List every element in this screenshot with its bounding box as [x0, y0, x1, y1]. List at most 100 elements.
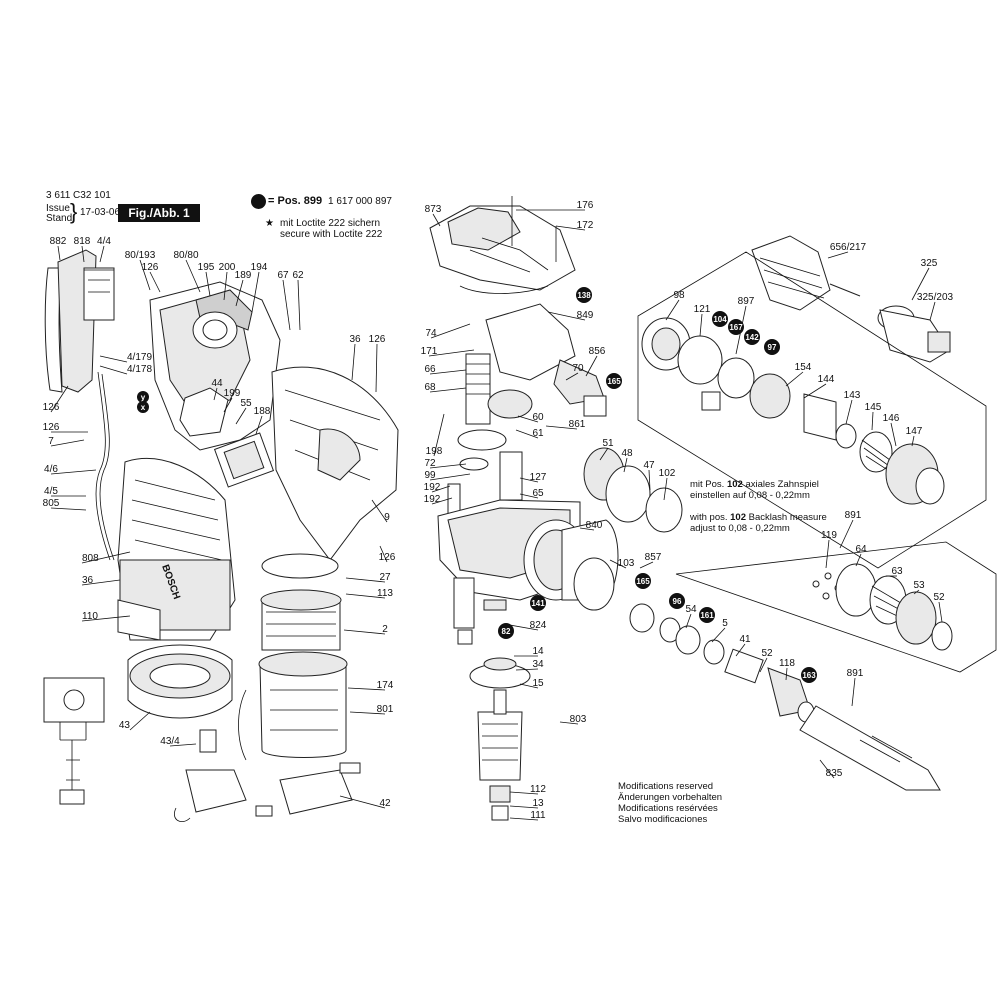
leader-line: [663, 477, 668, 501]
part-label: 891: [845, 510, 862, 521]
handle-assembly: [44, 249, 115, 561]
part-badge-label: 82: [502, 627, 511, 636]
part-label: 126: [379, 552, 396, 563]
part-badge-circle: [699, 607, 715, 623]
leader-line: [99, 245, 105, 263]
leader-line: [559, 721, 579, 725]
brace: }: [70, 199, 78, 224]
part-label: 188: [254, 406, 271, 417]
leader-line: [431, 485, 451, 493]
part-label: 66: [424, 364, 436, 375]
part-label: 4/4: [97, 236, 111, 247]
leader-line: [223, 397, 233, 413]
leader-line: [431, 497, 453, 505]
part-label: 127: [530, 472, 547, 483]
part-label: 27: [379, 572, 391, 583]
part-label: 199: [224, 388, 241, 399]
part-label: 43: [119, 720, 131, 731]
part-label: 824: [530, 620, 547, 631]
part-label: 121: [694, 304, 711, 315]
leader-line: [99, 365, 128, 375]
leader-line: [599, 447, 609, 461]
part-badge-label: 104: [713, 315, 727, 324]
part-badge-circle: [669, 593, 685, 609]
position-text: = Pos. 899: [268, 195, 323, 207]
star-icon: ★: [265, 218, 274, 229]
leader-line: [711, 627, 726, 643]
part-label: 68: [424, 382, 436, 393]
part-label: 103: [618, 558, 635, 569]
leader-line: [623, 457, 628, 473]
svg-text:with pos. 102 Back: with pos. 102 Backlash measure: [689, 512, 827, 523]
part-label: 194: [251, 262, 268, 273]
leader-line: [379, 545, 388, 563]
leader-line: [585, 355, 598, 377]
backlash-en-prefix: with pos.: [689, 512, 728, 523]
part-badge-label: 96: [673, 597, 682, 606]
leader-line: [911, 435, 915, 447]
part-label: 803: [570, 714, 587, 725]
leader-line: [223, 271, 228, 301]
leader-line: [371, 499, 388, 523]
leader-line: [938, 601, 943, 623]
leader-line: [428, 349, 475, 357]
leader-line: [81, 551, 131, 564]
part-badge-circle: [764, 339, 780, 355]
leader-line: [825, 539, 830, 569]
part-label: 192: [424, 482, 441, 493]
part-label: 873: [425, 204, 442, 215]
leader-line: [911, 267, 930, 301]
part-label: 171: [421, 346, 438, 357]
issue-label: Issue: [46, 203, 70, 214]
leader-line: [871, 411, 874, 431]
part-label: 808: [82, 553, 99, 564]
part-label: 144: [818, 374, 835, 385]
keyless-chuck: [751, 235, 861, 311]
part-label: 47: [643, 460, 655, 471]
leader-line: [81, 579, 121, 586]
part-label: 198: [426, 446, 443, 457]
part-label: 63: [891, 566, 903, 577]
part-label: 36: [82, 575, 94, 586]
part-label: 54: [685, 604, 697, 615]
part-label: 656/217: [830, 242, 867, 253]
part-badge-circle: [635, 573, 651, 589]
position-dot-icon: [251, 194, 266, 209]
leader-line: [139, 259, 151, 291]
leader-line: [375, 343, 378, 393]
leader-line: [50, 469, 97, 475]
part-label: 43/4: [160, 736, 180, 747]
leader-line: [803, 383, 827, 399]
leader-line: [345, 593, 386, 599]
backlash-de-2: einstellen auf 0,08 - 0,22mm: [690, 490, 810, 501]
part-badge-circle: [801, 667, 817, 683]
part-label: 34: [532, 659, 544, 670]
leader-line: [515, 429, 539, 439]
part-label: 818: [74, 236, 91, 247]
leader-line: [343, 629, 386, 635]
part-label: 44: [211, 378, 223, 389]
part-label: 146: [883, 413, 900, 424]
leader-line: [519, 477, 539, 483]
part-label: 172: [577, 220, 594, 231]
right-frame-bottom: [675, 541, 997, 673]
part-label: 99: [424, 470, 436, 481]
leader-line: [827, 251, 849, 259]
locking-sleeve: [812, 563, 953, 651]
base-plate: [127, 644, 353, 822]
part-label: 849: [577, 310, 594, 321]
part-label: 4/178: [127, 364, 152, 375]
sds-chuck: [877, 305, 951, 363]
leader-line: [519, 683, 539, 689]
backlash-en-suffix: Backlash measure: [749, 512, 827, 523]
leader-line: [685, 613, 692, 629]
leader-line: [517, 415, 539, 423]
svg-text:mit Pos. 102 axial: mit Pos. 102 axiales Zahnspiel: [690, 479, 819, 490]
part-label: 126: [43, 402, 60, 413]
leader-line: [819, 759, 835, 779]
leader-line: [648, 469, 651, 491]
motor-housing: [117, 457, 236, 641]
part-badge-circle: [744, 329, 760, 345]
part-label: 9: [384, 512, 390, 523]
